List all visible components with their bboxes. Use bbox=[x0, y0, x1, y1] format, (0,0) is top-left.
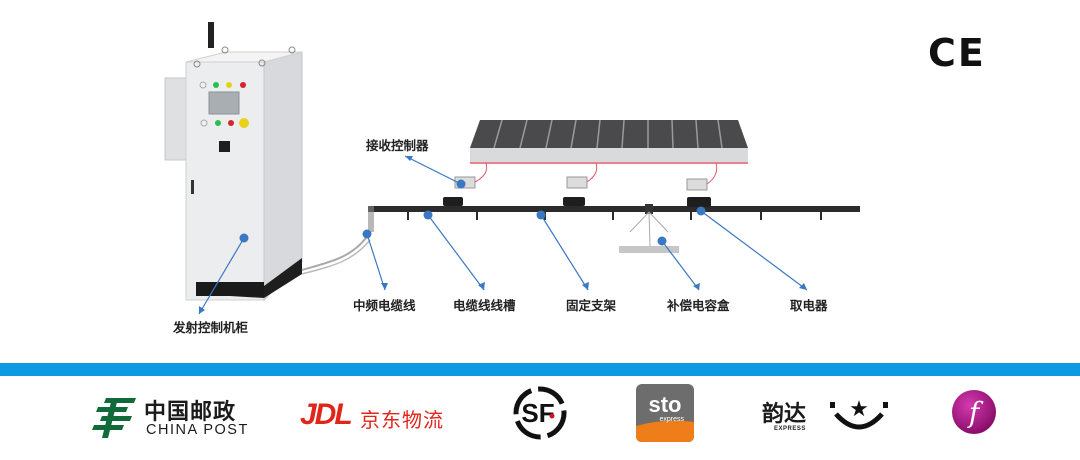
logo-fast-express: f bbox=[950, 388, 998, 436]
fast-express-emblem-icon: f bbox=[952, 390, 996, 434]
svg-text:sto: sto bbox=[649, 392, 682, 417]
sto-emblem-icon: sto express bbox=[636, 384, 694, 442]
selector-switch-icon bbox=[219, 141, 230, 152]
lifting-eye-icon bbox=[193, 60, 201, 68]
china-post-en: CHINA POST bbox=[146, 422, 249, 438]
yunda-cn: 韵达 bbox=[762, 402, 807, 427]
partner-logos: 中国邮政 CHINA POST JDL 京东物流 SF sto express … bbox=[0, 376, 1080, 460]
label-fixed-bracket: 固定支架 bbox=[566, 298, 617, 313]
logo-sto: sto express bbox=[636, 384, 694, 442]
receiver-units bbox=[443, 162, 718, 207]
divider-bar bbox=[0, 363, 1080, 376]
label-cable-trough: 电缆线线槽 bbox=[453, 298, 516, 313]
emergency-stop-icon bbox=[239, 118, 249, 128]
jdl-cn: 京东物流 bbox=[360, 408, 444, 432]
ce-certification-mark: CE bbox=[928, 31, 986, 75]
cable-trough-rail bbox=[368, 204, 860, 232]
sorter-trays bbox=[470, 119, 748, 164]
logo-yunda: 韵达 EXPRESS ★ bbox=[762, 390, 892, 440]
yunda-smile-icon: ★ bbox=[830, 397, 888, 430]
label-transmitter-cabinet: 发射控制机柜 bbox=[173, 320, 249, 335]
svg-text:★: ★ bbox=[849, 397, 869, 422]
label-mf-cable: 中频电缆线 bbox=[353, 298, 416, 313]
indicator-light-icon bbox=[199, 81, 207, 89]
logo-china-post: 中国邮政 CHINA POST bbox=[92, 392, 262, 442]
logo-jdl: JDL 京东物流 bbox=[300, 394, 470, 434]
pointer-receiver-controller bbox=[404, 155, 466, 189]
system-diagram: 发射控制机柜 接收控制器 中频电缆线 电缆线线槽 固定支架 补偿电容盒 取电器 bbox=[164, 22, 860, 335]
svg-text:SF: SF bbox=[521, 398, 554, 428]
door-handle-icon bbox=[191, 180, 194, 194]
jdl-mark: JDL bbox=[300, 398, 353, 431]
label-receiver-controller: 接收控制器 bbox=[366, 138, 429, 153]
svg-text:express: express bbox=[659, 416, 684, 423]
hmi-screen-icon bbox=[208, 91, 240, 115]
sf-emblem-icon: SF bbox=[513, 386, 567, 440]
pointer-mf-cable bbox=[362, 229, 388, 291]
logo-sf: SF bbox=[512, 385, 568, 441]
pointer-transmitter-cabinet bbox=[198, 233, 249, 315]
label-power-pickup: 取电器 bbox=[790, 298, 828, 313]
pointer-fixed-bracket bbox=[536, 210, 589, 291]
diagram-illustration bbox=[164, 22, 860, 315]
china-post-emblem-icon bbox=[92, 398, 136, 438]
label-compensation-box: 补偿电容盒 bbox=[667, 298, 730, 313]
yunda-en: EXPRESS bbox=[774, 426, 806, 432]
pointer-compensation-box bbox=[657, 236, 700, 291]
pointer-cable-trough bbox=[423, 210, 485, 291]
pointer-power-pickup bbox=[696, 206, 808, 291]
transmitter-cabinet bbox=[164, 22, 371, 302]
compensation-box bbox=[619, 211, 679, 253]
china-post-cn: 中国邮政 bbox=[144, 400, 237, 425]
callout-pointers bbox=[198, 155, 808, 315]
signal-tower-icon bbox=[208, 22, 214, 48]
